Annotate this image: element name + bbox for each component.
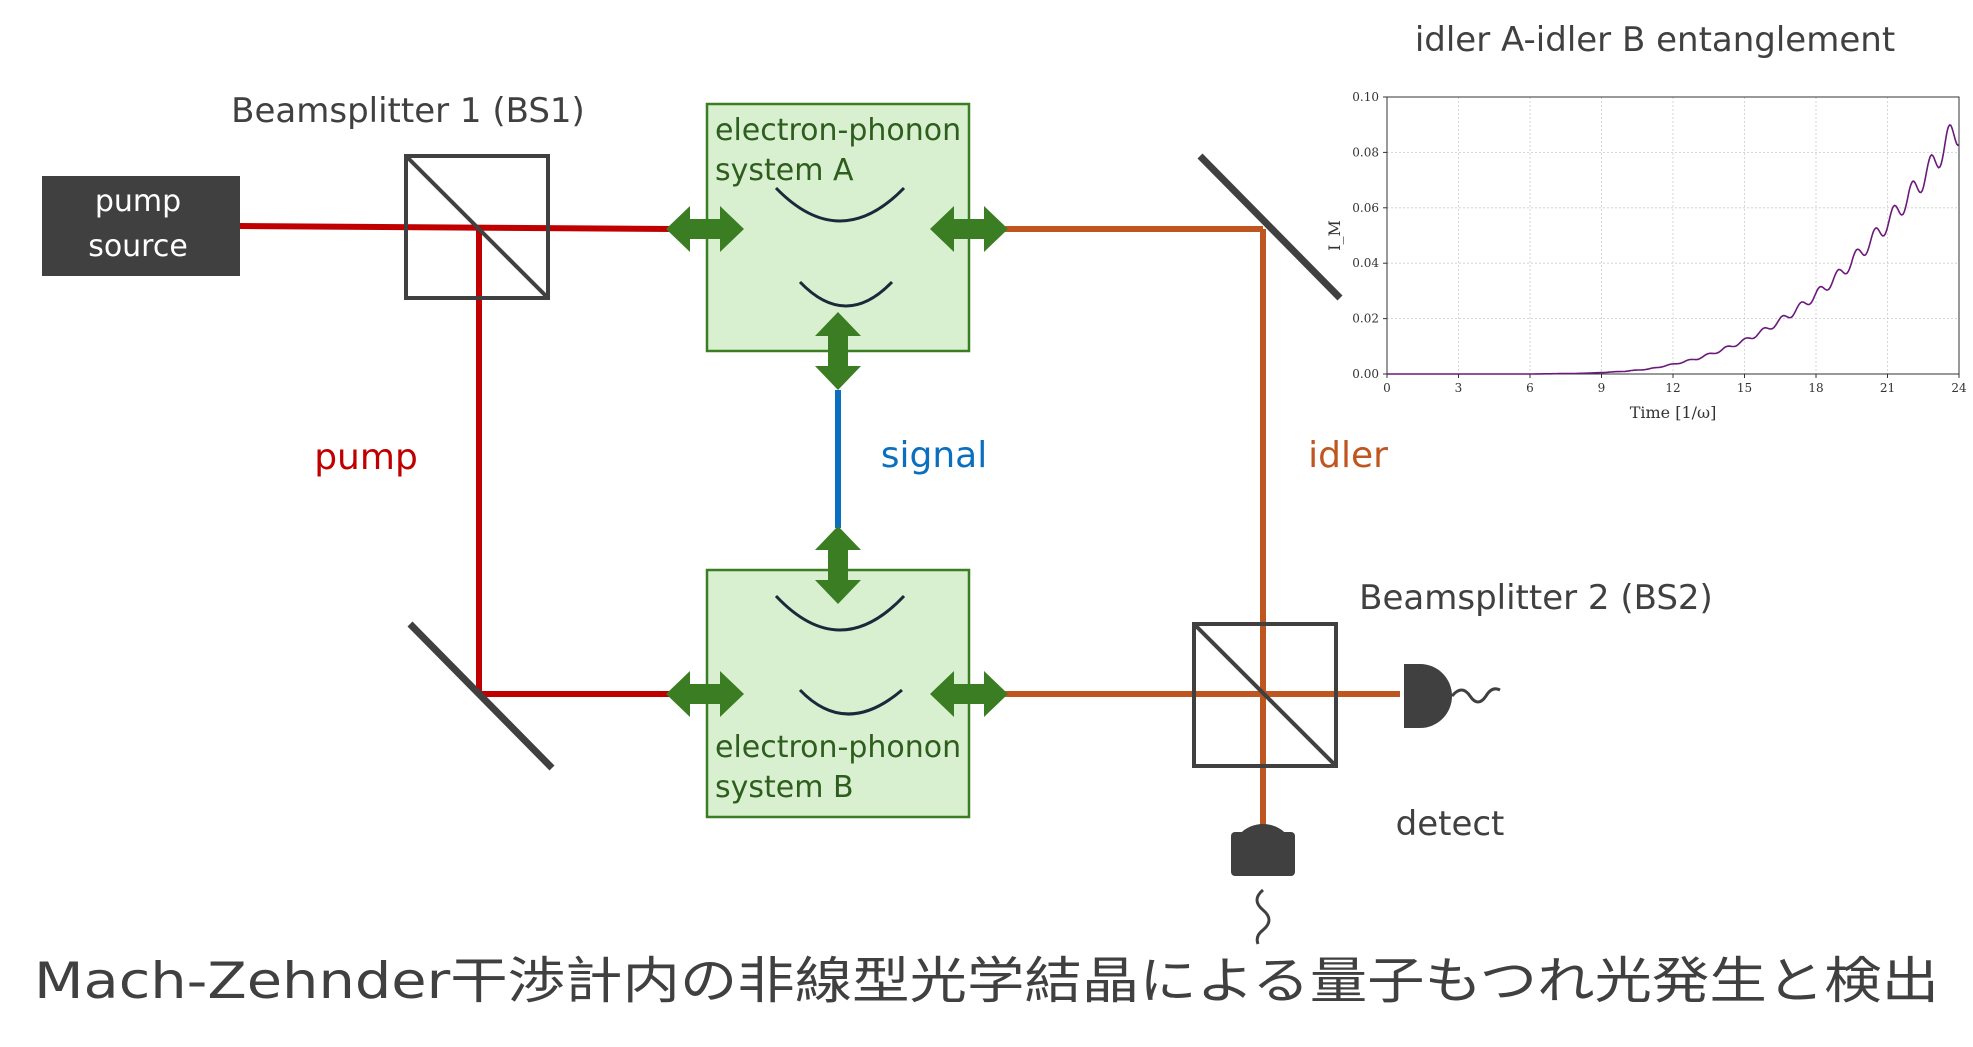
pump-beam-source-to-bs1 — [239, 223, 673, 232]
x-tick-label: 12 — [1665, 381, 1680, 395]
detect-label: detect — [1396, 804, 1505, 844]
pump-source-box — [42, 176, 240, 276]
x-tick-label: 3 — [1455, 381, 1463, 395]
caption: Mach-Zehnder干渉計内の非線型光学結晶による量子もつれ光発生と検出 — [34, 952, 1939, 1010]
system-b-label-line1: electron-phonon — [715, 730, 961, 765]
system-a-label-line2: system A — [715, 153, 854, 188]
bs1-label: Beamsplitter 1 (BS1) — [231, 91, 585, 131]
plot-frame — [1386, 96, 1960, 375]
y-tick-label: 0.06 — [1352, 201, 1379, 215]
mirror-lower-left — [407, 621, 555, 771]
bs2-label: Beamsplitter 2 (BS2) — [1359, 578, 1713, 618]
pump-label: pump — [314, 437, 418, 478]
series-line — [1387, 124, 1960, 375]
arrow-system-b-idler — [930, 671, 1008, 717]
y-axis-label: I_M — [1325, 220, 1344, 251]
pump-source-label-line1: pump — [95, 184, 181, 219]
signal-label: signal — [881, 435, 988, 476]
pump-source-label-line2: source — [88, 229, 188, 264]
entanglement-chart: 0 3 6 9 12 15 18 21 24 0.00 0.02 0.04 0.06 0.08 0.10Ti… — [1325, 90, 1967, 422]
y-tick-label: 0.10 — [1352, 90, 1379, 104]
arrow-signal-system-b — [815, 526, 861, 604]
arrow-pump-system-a — [666, 206, 744, 252]
x-tick-label: 21 — [1880, 381, 1895, 395]
y-tick-label: 0.02 — [1352, 312, 1379, 326]
x-tick-label: 18 — [1808, 381, 1823, 395]
system-a-label-line1: electron-phonon — [715, 113, 961, 148]
chart-title: idler A-idler B entanglement — [1415, 20, 1895, 60]
idler-label: idler — [1308, 435, 1388, 476]
coupling-arrows — [666, 206, 1008, 717]
x-tick-label: 24 — [1951, 381, 1967, 395]
system-b-label-line2: system B — [715, 770, 854, 805]
y-tick-label: 0.08 — [1352, 145, 1379, 159]
y-tick-label: 0.00 — [1352, 367, 1379, 381]
detector-right — [1404, 664, 1501, 728]
x-tick-label: 6 — [1526, 381, 1534, 395]
y-tick-label: 0.04 — [1352, 256, 1379, 270]
x-tick-label: 15 — [1737, 381, 1752, 395]
detector-bottom-body — [1231, 832, 1295, 876]
x-axis-label: Time [1/ω] — [1630, 403, 1717, 422]
arrow-system-a-signal — [815, 312, 861, 390]
beamsplitter-2 — [1192, 622, 1338, 768]
x-tick-label: 0 — [1383, 381, 1391, 395]
arrow-pump-system-b — [666, 671, 744, 717]
mirror-upper-right — [1197, 153, 1343, 301]
system-b-box — [705, 568, 971, 819]
beamsplitter-1 — [404, 154, 550, 300]
arrow-system-a-idler — [930, 206, 1008, 252]
x-tick-label: 9 — [1598, 381, 1606, 395]
